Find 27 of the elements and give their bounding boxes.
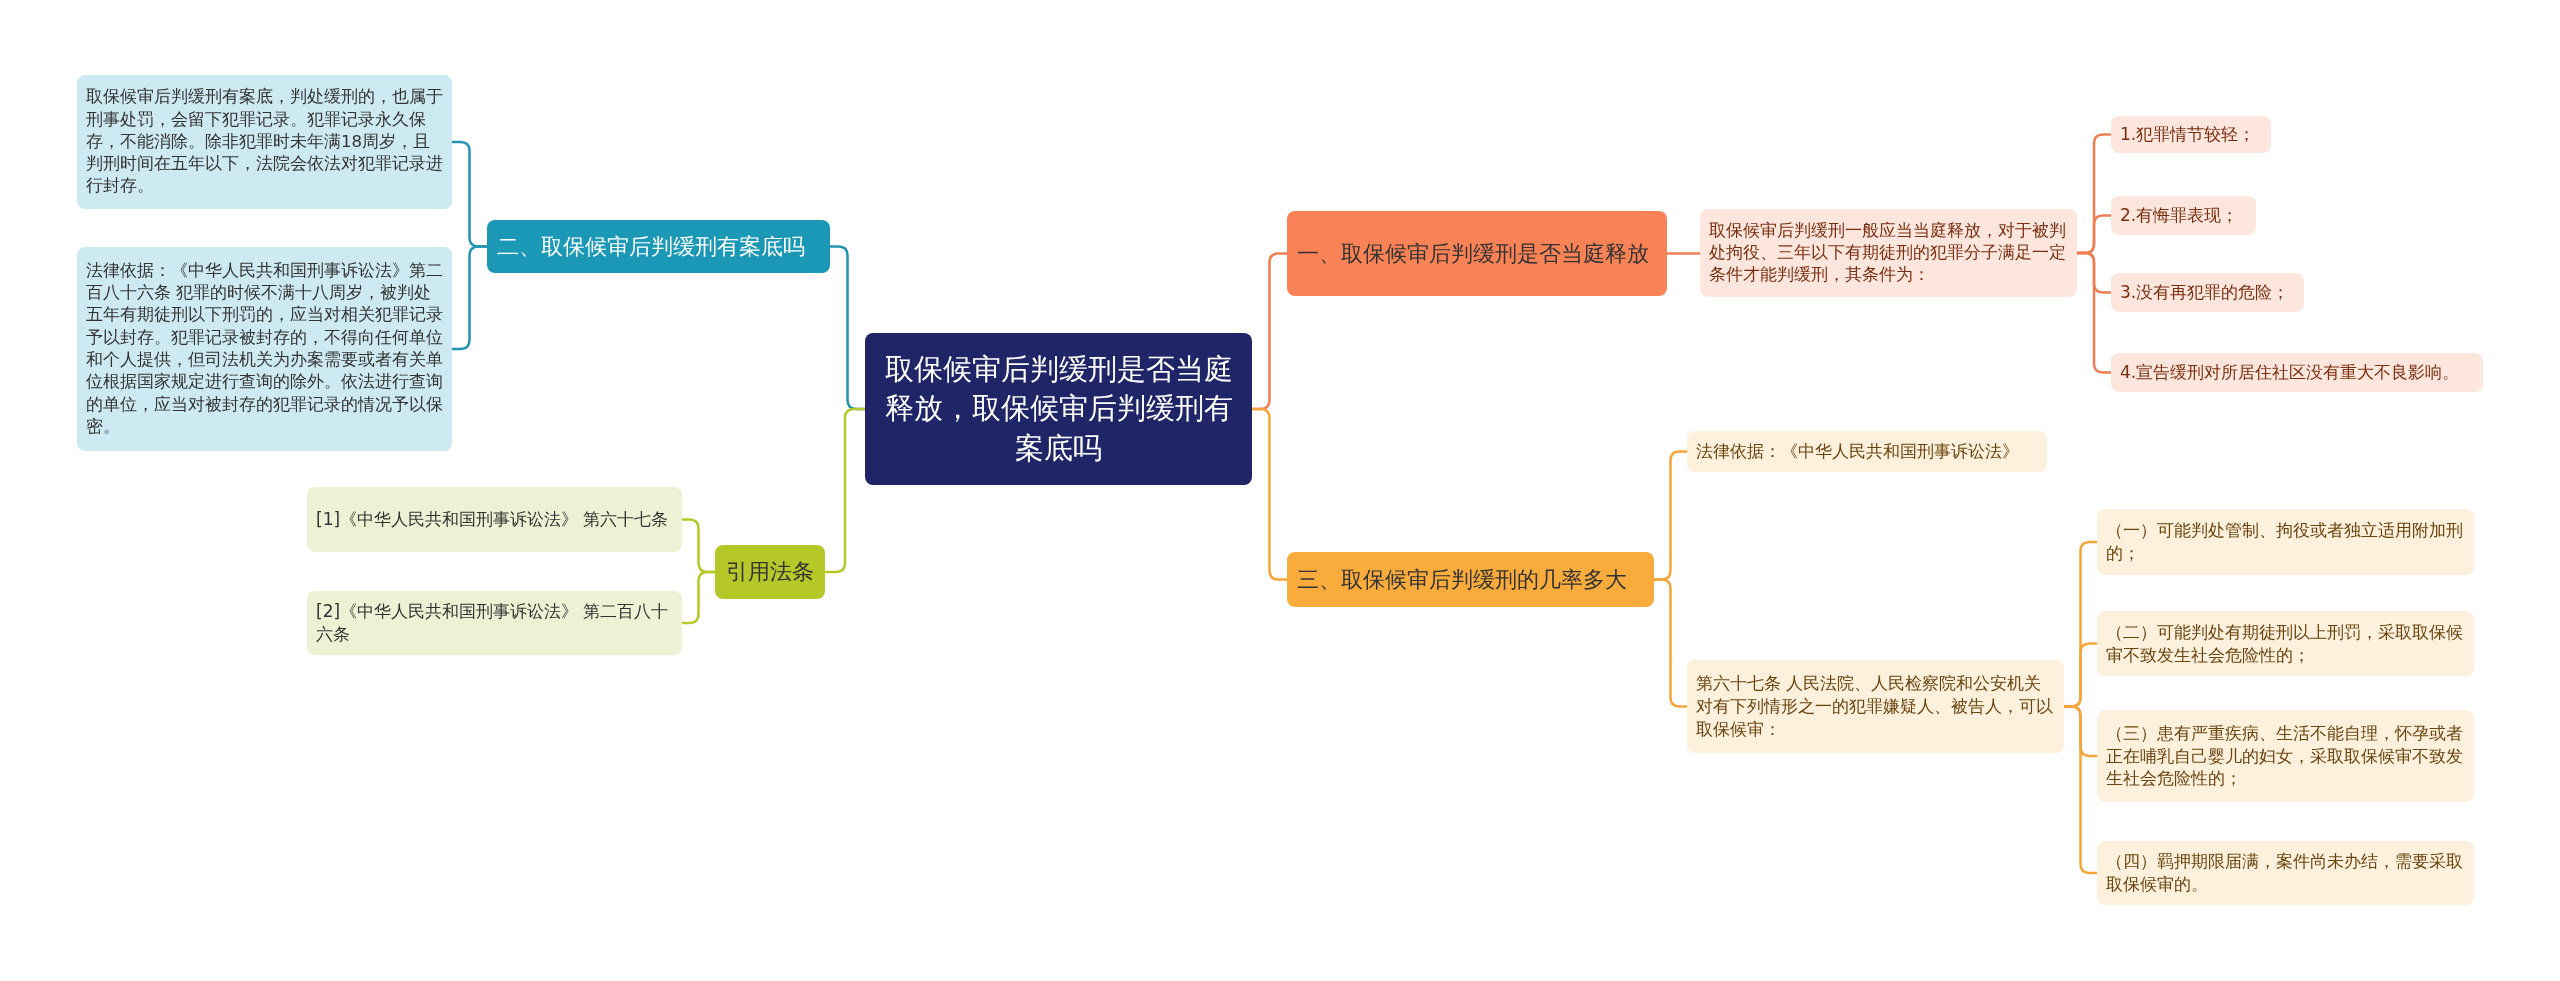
branch-topic-box: 引用法条 [715, 545, 825, 599]
text-card: 2.有悔罪表现； [2111, 196, 2256, 235]
connector-line [2077, 251, 2111, 374]
connector-line [682, 570, 715, 625]
text-card: 法律依据：《中华人民共和国刑事诉讼法》第二百八十六条 犯罪的时候不满十八周岁，被判处五年有期徒刑以下刑罚的，应当对相关犯罪记录予以封存。犯罪记录被封存的，不得向任何单位和个人提供，但司法机关为办案需要或者有关单位根据国家规定进行查询的除外。依法进行查询的单位，应当对被封存的犯罪记录的情况予以保密。 [77, 247, 452, 451]
central-topic-box: 取保候审后判缓刑是否当庭释放，取保候审后判缓刑有案底吗 [865, 333, 1252, 485]
connector-line [825, 407, 865, 574]
text-card: [2]《中华人民共和国刑事诉讼法》 第二百八十六条 [307, 591, 682, 655]
text-card: [1]《中华人民共和国刑事诉讼法》 第六十七条 [307, 487, 682, 552]
text-card: （三）患有严重疾病、生活不能自理，怀孕或者正在哺乳自己婴儿的妇女，采取取保候审不致发生社会危险性的； [2097, 710, 2474, 802]
text-card: 3.没有再犯罪的危险； [2111, 273, 2304, 312]
text-card: （四）羁押期限届满，案件尚未办结，需要采取取保候审的。 [2097, 841, 2474, 905]
connector-line [1654, 578, 1687, 708]
text-card: 4.宣告缓刑对所居住社区没有重大不良影响。 [2111, 353, 2483, 392]
text-card: 取保候审后判缓刑有案底，判处缓刑的，也属于刑事处罚，会留下犯罪记录。犯罪记录永久保存，不能消除。除非犯罪时未年满18周岁，且判刑时间在五年以下，法院会依法对犯罪记录进行封存。 [77, 75, 452, 209]
connector-line [1667, 252, 1700, 255]
text-card: 取保候审后判缓刑一般应当当庭释放，对于被判处拘役、三年以下有期徒刑的犯罪分子满足一定条件才能判缓刑，其条件为： [1700, 209, 2077, 297]
text-card: 1.犯罪情节较轻； [2111, 116, 2271, 153]
connector-line [1252, 407, 1287, 581]
text-card: 法律依据：《中华人民共和国刑事诉讼法》 [1687, 431, 2047, 472]
text-card: （二）可能判处有期徒刑以上刑罚，采取取保候审不致发生社会危险性的； [2097, 611, 2474, 676]
text-card: 第六十七条 人民法院、人民检察院和公安机关对有下列情形之一的犯罪嫌疑人、被告人，可以取保候审： [1687, 660, 2064, 753]
connector-line [2064, 705, 2097, 875]
text-card: （一）可能判处管制、拘役或者独立适用附加刑的； [2097, 509, 2474, 575]
branch-topic-box: 二、取保候审后判缓刑有案底吗 [487, 220, 830, 273]
branch-topic-box: 一、取保候审后判缓刑是否当庭释放 [1287, 211, 1667, 296]
branch-topic-box: 三、取保候审后判缓刑的几率多大 [1287, 552, 1654, 607]
